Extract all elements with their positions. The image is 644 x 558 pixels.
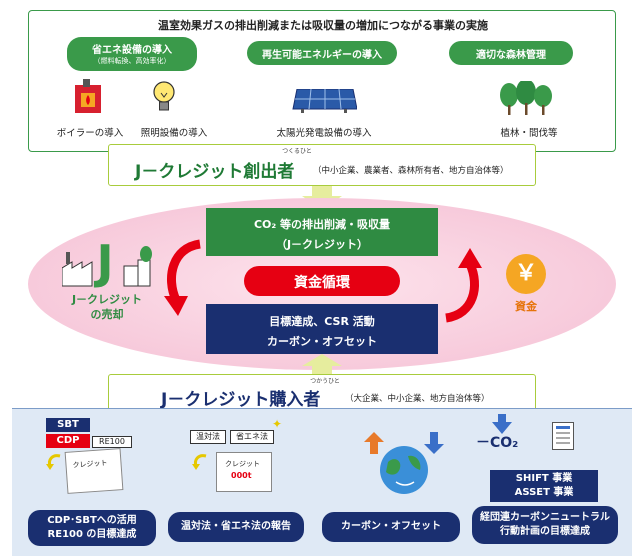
- credit-certificate-icon: クレジット 000t: [216, 452, 272, 492]
- shift-asset-box: SHIFT 事業 ASSET 事業: [490, 470, 598, 502]
- cdp-badge: CDP: [46, 434, 90, 448]
- trees-icon: [497, 79, 555, 117]
- activity-title: 温室効果ガスの排出削減または吸収量の増加につながる事業の実施: [158, 19, 488, 32]
- buyer-ruby: つかうひと: [310, 378, 340, 385]
- boiler-icon: [73, 79, 103, 115]
- creator-box: つくるひと J－クレジット創出者 （中小企業、農業者、森林所有者、地方自治体等）: [108, 144, 536, 186]
- cycle-arrow-icon-2: [192, 452, 210, 470]
- arrow-up-bottom: [300, 354, 344, 376]
- item-boiler: ボイラーの導入: [56, 128, 124, 139]
- cycle-arrow-icon: [46, 452, 64, 470]
- ontai-law-badge: 温対法: [190, 430, 226, 444]
- category-renewable-energy: 再生可能エネルギーの導入: [247, 41, 397, 65]
- usage-law-report: 温対法・省エネ法の報告: [168, 512, 304, 542]
- category-energy-saving: 省エネ設備の導入 （燃料転換、高効率化）: [67, 37, 197, 71]
- solar-panel-icon: [291, 88, 358, 113]
- yen-coin-icon: ￥: [506, 254, 546, 294]
- left-cycle-arrow: [158, 238, 206, 318]
- re100-badge: RE100: [92, 436, 132, 448]
- creator-subtitle: （中小企業、農業者、森林所有者、地方自治体等）: [313, 166, 509, 176]
- usage-carbon-offset: カーボン・オフセット: [322, 512, 460, 542]
- credit-document-icon: クレジット: [64, 448, 124, 494]
- sparkle-icon: ✦: [272, 417, 283, 431]
- usage-cdp-sbt: CDP･SBTへの活用 RE100 の目標達成: [28, 510, 156, 546]
- sbt-badge: SBT: [46, 418, 90, 432]
- creator-ruby: つくるひと: [282, 148, 312, 155]
- earth-icon: [354, 432, 454, 496]
- buyer-subtitle: （大企業、中小企業、地方自治体等）: [345, 394, 490, 404]
- sell-credit-label: J－クレジット の売却: [71, 293, 143, 321]
- buyer-title: J－クレジット購入者: [161, 390, 321, 410]
- category-forest-management: 適切な森林管理: [449, 41, 573, 65]
- buyer-box: つかうひと J－クレジット購入者 （大企業、中小企業、地方自治体等）: [108, 374, 536, 412]
- funds-label: 資金: [515, 300, 537, 313]
- item-lighting: 照明設備の導入: [140, 128, 208, 139]
- j-mark: J: [96, 235, 114, 289]
- activity-panel: 温室効果ガスの排出削減または吸収量の増加につながる事業の実施 省エネ設備の導入 …: [28, 10, 616, 152]
- usage-keidanren: 経団連カーボンニュートラル 行動計画の目標達成: [472, 506, 618, 544]
- j-credit-factory-icon: [61, 242, 152, 288]
- minus-co2-label: －CO₂: [476, 435, 519, 451]
- building-icon: [552, 422, 574, 450]
- down-arrow-icon: [492, 414, 512, 434]
- reduction-box: CO₂ 等の排出削減・吸収量 （J－クレジット）: [206, 208, 438, 256]
- creator-title: J－クレジット創出者: [135, 162, 295, 182]
- goals-box: 目標達成、CSR 活動 カーボン・オフセット: [206, 304, 438, 354]
- right-cycle-arrow: [440, 246, 488, 326]
- item-solar: 太陽光発電設備の導入: [276, 128, 372, 139]
- item-forestry: 植林・間伐等: [500, 128, 558, 139]
- fund-cycle-label: 資金循環: [244, 266, 400, 296]
- light-bulb-icon: [151, 79, 177, 115]
- energy-law-badge: 省エネ法: [230, 430, 274, 444]
